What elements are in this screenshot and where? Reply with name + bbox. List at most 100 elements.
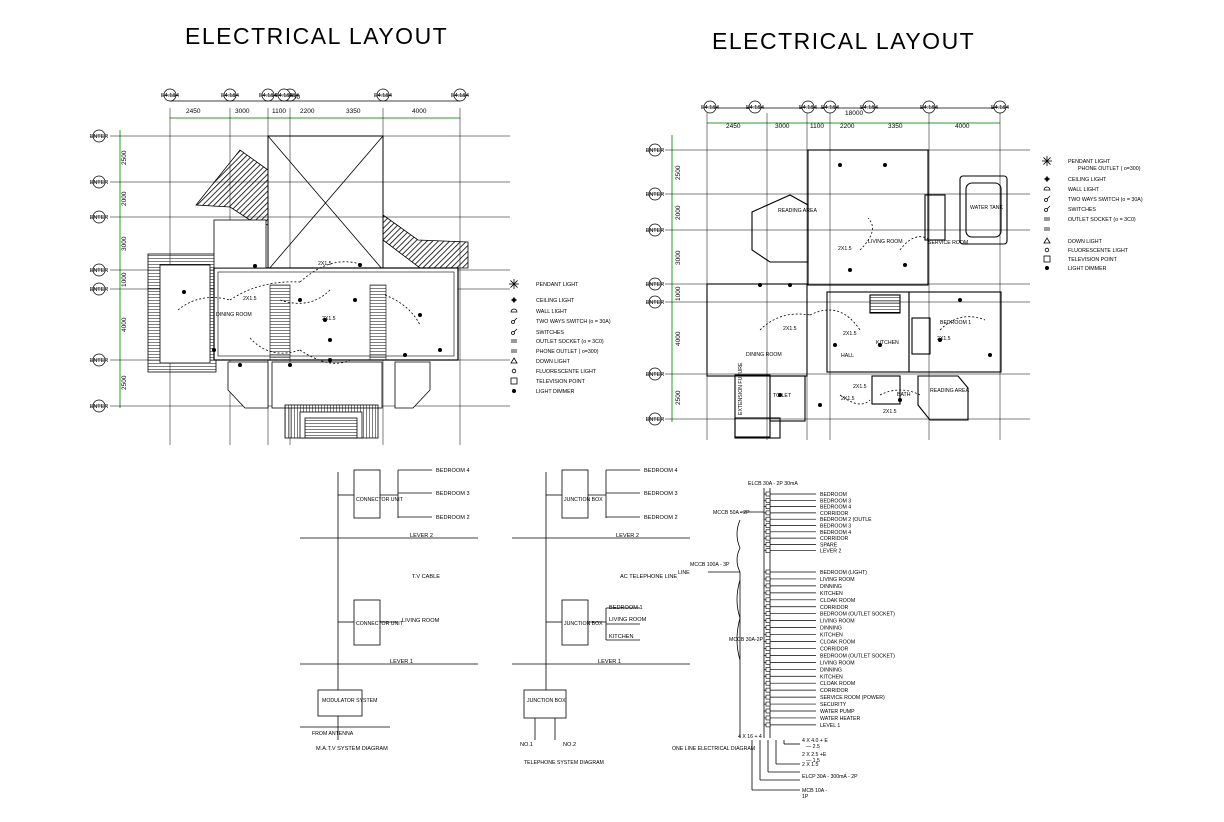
tel-level2: LEVER 2: [616, 533, 639, 539]
grid-bubble-side: ENTER: [90, 263, 108, 277]
svg-text:ENTER: ENTER: [646, 372, 665, 378]
oneline-circuit-label: LEVEL 1: [820, 723, 840, 729]
bay-right: [394, 361, 431, 409]
extension-label: EXTENSION FUTURE: [738, 362, 744, 415]
svg-text:E4.1&4: E4.1&4: [275, 93, 293, 99]
bath-label: BATH: [897, 392, 911, 398]
svg-text:LIGHT DIMMER: LIGHT DIMMER: [1068, 266, 1107, 272]
svg-text:2000: 2000: [121, 191, 128, 206]
oneline-circuit-label: CLOAK ROOM: [820, 598, 855, 604]
grid-bubble-top: E4.1&4: [701, 100, 719, 114]
wiring-arcs: [177, 261, 421, 364]
oneline-circuit-label: SERVICE ROOM (POWER): [820, 695, 885, 701]
svg-text:ENTER: ENTER: [646, 417, 665, 423]
legend-symbol-icon: [1044, 247, 1050, 253]
svg-text:ENTER: ENTER: [90, 180, 109, 186]
grid-bubble-top: E4.1&4: [860, 100, 878, 114]
matv-tv-cable: T.V CABLE: [412, 574, 440, 580]
tel-bedroom3: BEDROOM 3: [644, 491, 678, 497]
svg-text:E4.1&4: E4.1&4: [991, 105, 1009, 111]
svg-text:TWO WAYS SWITCH (o = 30A): TWO WAYS SWITCH (o = 30A): [1068, 197, 1143, 203]
legend-symbol-icon: [510, 377, 518, 385]
svg-text:ENTER: ENTER: [646, 148, 665, 154]
legend-symbol-icon: [512, 388, 517, 393]
svg-text:FLUORESCENTE LIGHT: FLUORESCENTE LIGHT: [536, 369, 597, 375]
oneline-circuit-label: WATER HEATER: [820, 716, 861, 722]
right-wiring-arcs: [759, 217, 986, 405]
svg-text:18000: 18000: [845, 110, 863, 117]
svg-text:E4.1&4: E4.1&4: [746, 105, 764, 111]
matv-bedroom4: BEDROOM 4: [436, 468, 470, 474]
grid-bubble-top: E4.1&4: [259, 88, 277, 102]
oneline-circuit-label: LIVING ROOM: [820, 660, 855, 666]
tel-level1: LEVER 1: [598, 659, 621, 665]
tel-junction-label-upper: JUNCTION BOX: [564, 497, 603, 503]
oneline-circuit-label: CORRIDOR: [820, 511, 848, 517]
oneline-circuit-label: CLOAK ROOM: [820, 640, 855, 646]
oneline-circuit-label: KITCHEN: [820, 674, 843, 680]
legend-symbol-icon: [1044, 195, 1051, 202]
oneline-circuit-label: CORRIDOR: [820, 536, 848, 542]
svg-text:2450: 2450: [186, 108, 201, 115]
oneline-circuit-label: BEDROOM (OUTLET SOCKET): [820, 653, 895, 659]
grid-bubble-side: ENTER: [90, 282, 109, 296]
kitchen-label: KITCHEN: [876, 340, 899, 346]
oneline-circuit-label: SECURITY: [820, 702, 847, 708]
grid-bubble-side: ENTER: [646, 295, 665, 309]
right-legend-symbols: [1042, 156, 1052, 270]
svg-text:2200: 2200: [840, 123, 855, 130]
svg-text:E4.1&4: E4.1&4: [821, 105, 839, 111]
svg-text:2X1.5: 2X1.5: [783, 326, 797, 332]
svg-text:E4.1&4: E4.1&4: [451, 93, 469, 99]
right-walls: [706, 149, 1008, 439]
oneline-branch-lines: [764, 491, 816, 728]
oneline-circuit-label: LEVER 2: [820, 549, 841, 555]
matv-connector-unit-lower: [353, 599, 381, 646]
legend-symbol-icon: [1045, 265, 1050, 270]
oneline-elcp: ELCP 30A - 300mA - 2P: [802, 774, 858, 780]
legend-symbol-icon: [511, 339, 517, 343]
svg-text:4000: 4000: [675, 331, 682, 346]
tel-caption: TELEPHONE SYSTEM DIAGRAM: [524, 760, 604, 766]
left-dining-label: DINING ROOM: [216, 312, 252, 318]
service-room-label: SERVICE ROOM: [928, 240, 968, 246]
grid-bubble-top: E4.1&4: [991, 100, 1009, 114]
floor-outline: [213, 267, 459, 361]
grid-bubble-side: ENTER: [90, 210, 108, 224]
roof-hatch-left: [195, 149, 269, 226]
oneline-mcb10: MCB 10A -: [802, 788, 827, 794]
grid-bubble-side: ENTER: [646, 412, 665, 426]
legend-symbol-icon: [510, 308, 518, 313]
tel-junction-box-lower: [561, 599, 589, 646]
tel-bedroom4: BEDROOM 4: [644, 468, 678, 474]
svg-text:ENTER: ENTER: [646, 228, 665, 234]
legend-symbol-icon: [511, 328, 518, 335]
matv-unit-label-upper: CONNECTOR UNIT: [356, 497, 404, 503]
grid-bubble-top: E4.1&4: [221, 88, 239, 102]
right-fixtures: [758, 163, 992, 407]
svg-text:ENTER: ENTER: [90, 287, 109, 293]
svg-text:1000: 1000: [121, 272, 128, 287]
svg-text:2X1.5: 2X1.5: [841, 396, 855, 402]
svg-text:2500: 2500: [675, 165, 682, 180]
grid-bubble-side: ENTER: [90, 175, 109, 189]
grid-bubble-side: ENTER: [646, 187, 664, 201]
left-legend-symbols: [509, 279, 519, 393]
svg-text:WALL LIGHT: WALL LIGHT: [536, 309, 568, 315]
oneline-elcb-top: ELCB 30A - 2P 30mA: [748, 481, 798, 487]
svg-text:E4.1&4: E4.1&4: [374, 93, 392, 99]
oneline-circuit-label: BEDROOM 3: [820, 498, 851, 504]
legend-symbol-icon: [511, 317, 518, 324]
legend-symbol-icon: [1043, 237, 1051, 244]
svg-text:2X1.5: 2X1.5: [853, 384, 867, 390]
legend-symbol-icon: [1044, 217, 1050, 221]
roof-hatch-right: [382, 214, 469, 269]
svg-text:ENTER: ENTER: [646, 300, 665, 306]
svg-text:DOWN LIGHT: DOWN LIGHT: [536, 359, 571, 365]
svg-text:E4.1&4: E4.1&4: [221, 93, 239, 99]
left-dimensions: 18000 2450 3000 1100 2200 3350 4000 2500…: [121, 94, 427, 390]
bedroom1-label: BEDROOM 1: [940, 320, 971, 326]
oneline-lower-circuits: BEDROOM (LIGHT)LIVING ROOMDINNINGKITCHEN…: [820, 570, 895, 729]
